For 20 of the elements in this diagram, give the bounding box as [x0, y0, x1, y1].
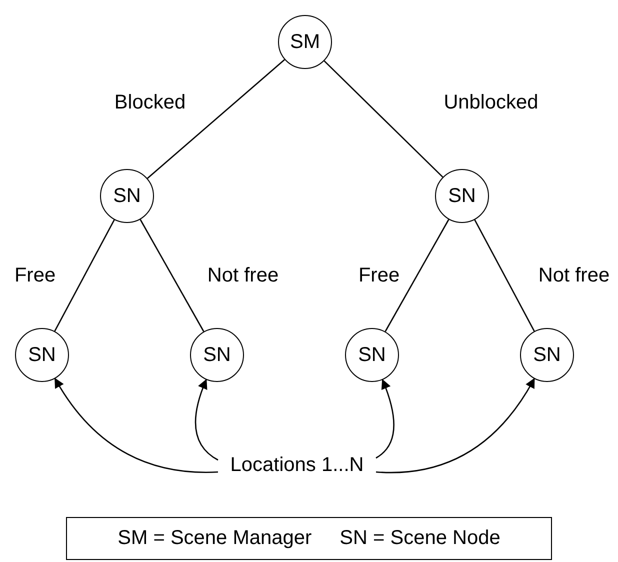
- connector-line: [54, 220, 115, 332]
- tree-node-circle: SN: [435, 169, 489, 223]
- key-text: SN = Scene Node: [340, 527, 500, 550]
- tree-node-circle: SM: [278, 15, 332, 69]
- tree-node-circle: SN: [15, 328, 69, 382]
- connector-line: [140, 219, 204, 332]
- connector-line: [147, 59, 285, 179]
- locations-label: Locations 1...N: [218, 450, 376, 480]
- key-text: SM = Scene Manager: [118, 527, 312, 550]
- tree-node-circle: SN: [520, 328, 574, 382]
- tree-node-circle: SN: [190, 328, 244, 382]
- tree-node-circle: SN: [100, 169, 154, 223]
- connector-line: [384, 219, 450, 332]
- curved-arrow: [376, 378, 394, 459]
- connector-line: [474, 220, 535, 332]
- tree-node-circle: SN: [345, 328, 399, 382]
- curved-arrow: [194, 378, 218, 461]
- curved-arrow: [54, 378, 218, 473]
- curved-arrow: [376, 378, 535, 474]
- connector-line: [324, 60, 444, 178]
